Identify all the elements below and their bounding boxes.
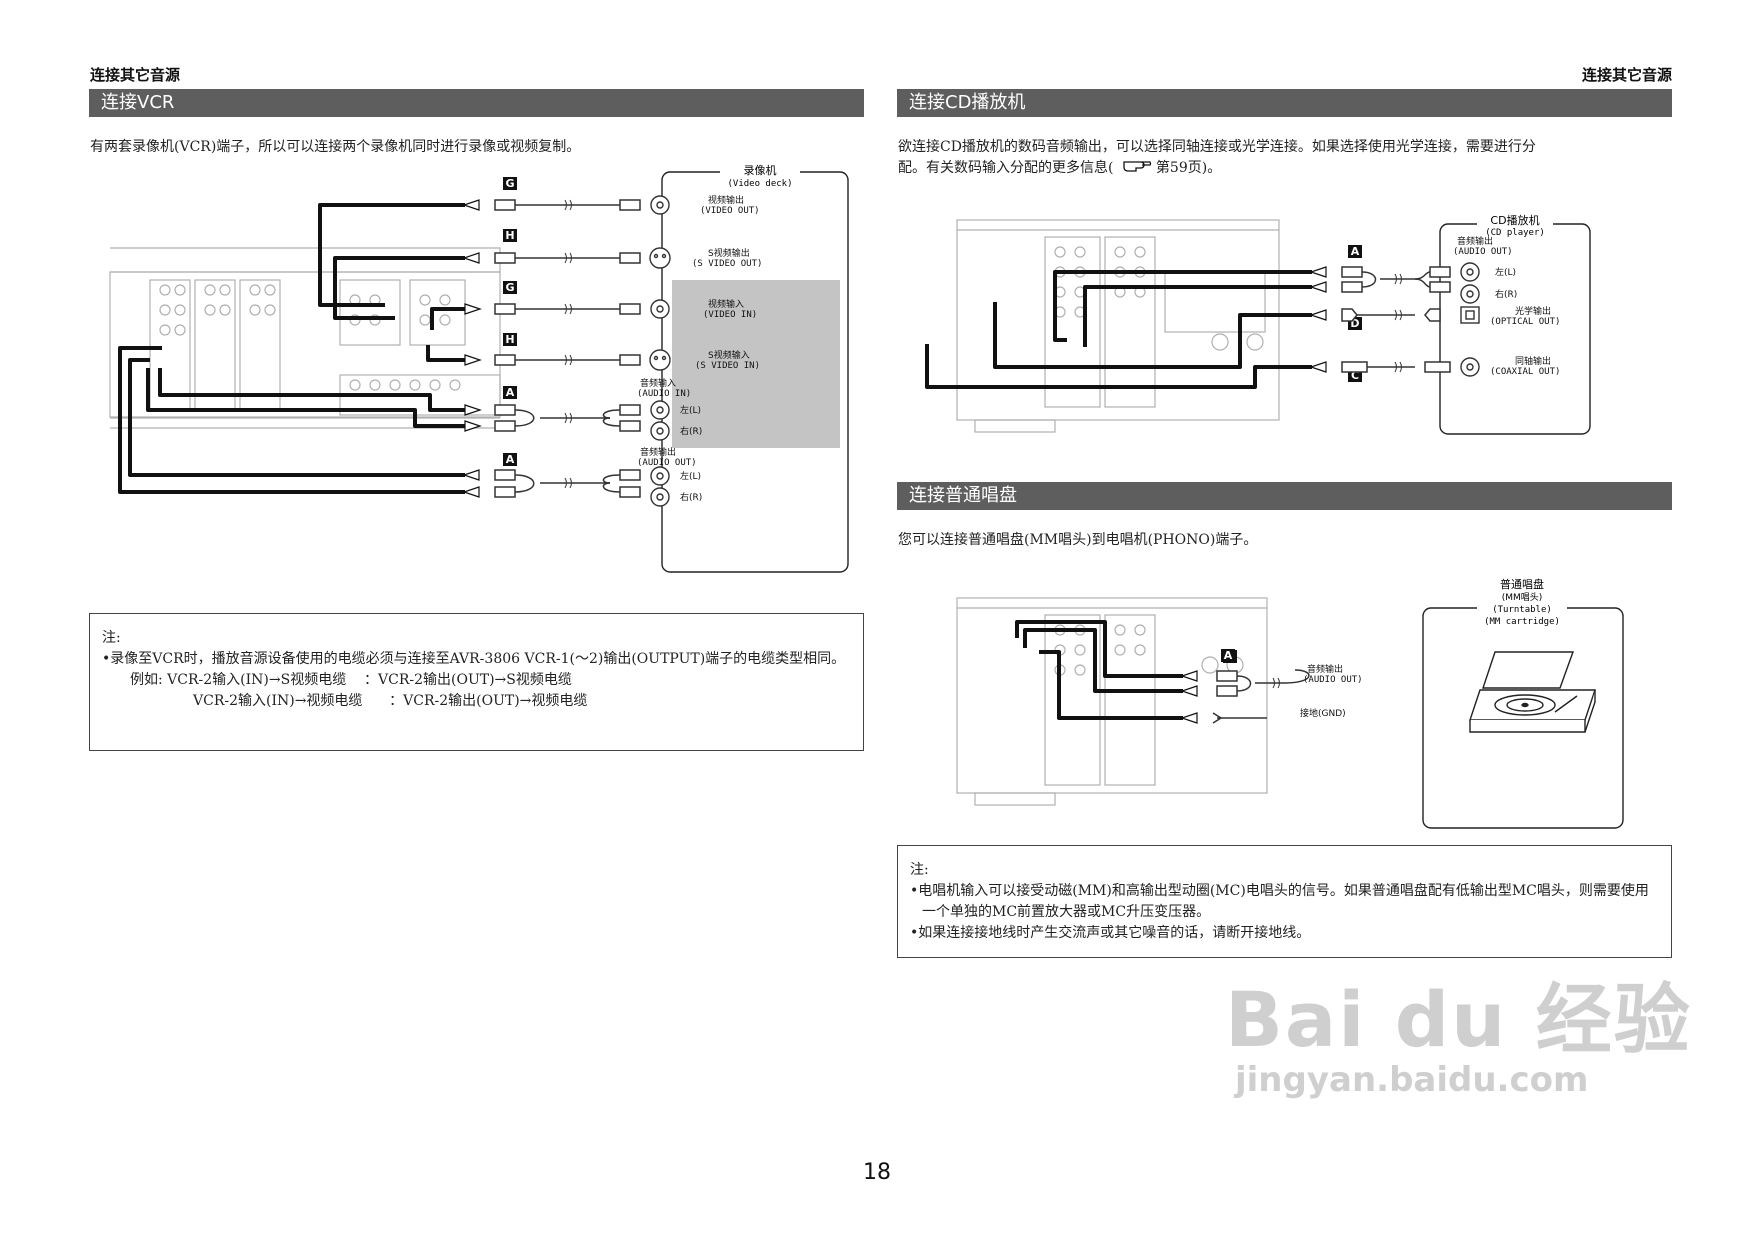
watermark-url: jingyan.baidu.com — [1235, 1060, 1589, 1100]
vcr-intro: 有两套录像机(VCR)端子，所以可以连接两个录像机同时进行录像或视频复制。 — [90, 139, 581, 155]
vcr-label-right: 右(R) — [680, 425, 702, 437]
cd-label-coaxial-out-en: (COAXIAL OUT) — [1490, 367, 1560, 377]
cable-tag: H — [505, 333, 514, 346]
cd-label-audio-out: 音频输出 — [1457, 235, 1493, 247]
cable-tag: H — [505, 229, 514, 242]
cd-label-right: 右(R) — [1495, 288, 1517, 300]
pointing-hand-icon — [1122, 157, 1152, 179]
cable-tag: G — [505, 281, 514, 294]
phono-connection-diagram: 普通唱盘 (MM唱头) (Turntable) (MM cartridge) — [956, 577, 1624, 829]
header-right: 连接其它音源 — [1581, 66, 1672, 84]
cable-tag: A — [1351, 245, 1360, 258]
note-heading: 注: — [102, 630, 121, 646]
vcr-label-audio-in: 音频输入 — [640, 377, 676, 389]
cable-tag: G — [505, 177, 514, 190]
cd-intro-line: 欲连接CD播放机的数码音频输出，可以选择同轴连接或光学连接。如果选择使用光学连接… — [898, 139, 1536, 155]
example-line: VCR-2输入(IN)→S视频电缆 ：VCR-2输出(OUT)→S视频电缆 — [167, 672, 572, 688]
phono-device-name-2: (MM唱头) — [1502, 592, 1543, 603]
vcr-connection-diagram: 录像机 (Video deck) G H G H A A — [109, 162, 849, 573]
cd-connection-diagram: CD播放机 (CD player) A D C — [925, 213, 1591, 435]
cd-device-name: CD播放机 — [1490, 213, 1539, 227]
turntable-icon — [1469, 651, 1596, 733]
cable-tag: A — [506, 386, 515, 399]
cable-tag: A — [1224, 649, 1233, 662]
page-number: 18 — [863, 1160, 891, 1185]
receiver-rear-panel — [109, 247, 501, 429]
vcr-label-s-video-out-en: (S VIDEO OUT) — [692, 259, 762, 269]
cable-tag: A — [506, 453, 515, 466]
vcr-device-name-en: (Video deck) — [727, 179, 792, 189]
vcr-label-audio-in-en: (AUDIO IN) — [637, 389, 691, 399]
vcr-label-right: 右(R) — [680, 491, 702, 503]
note-line: •如果连接接地线时产生交流声或其它噪音的话，请断开接地线。 — [910, 925, 1311, 941]
cable-tag: C — [1351, 369, 1359, 382]
section-title-phono: 连接普通唱盘 — [897, 482, 1672, 510]
note-line: •录像至VCR时，播放音源设备使用的电缆必须与连接至AVR-3806 VCR-1… — [102, 651, 846, 667]
vcr-label-audio-out: 音频输出 — [640, 446, 676, 458]
cd-device-name-en: (CD player) — [1485, 228, 1545, 238]
vcr-label-s-video-in-en: (S VIDEO IN) — [695, 361, 760, 371]
vcr-label-s-video-out: S视频输出 — [708, 247, 750, 259]
header-left: 连接其它音源 — [90, 66, 181, 84]
vcr-label-s-video-in: S视频输入 — [708, 349, 750, 361]
cd-label-optical-out: 光学输出 — [1515, 305, 1551, 317]
vcr-label-left: 左(L) — [680, 404, 701, 416]
example-line: VCR-2输入(IN)→视频电缆 ：VCR-2输出(OUT)→视频电缆 — [193, 693, 588, 709]
vcr-device-name: 录像机 — [744, 163, 777, 177]
vcr-label-video-out: 视频输出 — [708, 194, 744, 206]
section-title-vcr: 连接VCR — [89, 89, 864, 117]
note-heading: 注: — [910, 862, 929, 878]
phono-intro: 您可以连接普通唱盘(MM唱头)到电唱机(PHONO)端子。 — [898, 532, 1258, 548]
vcr-label-video-out-en: (VIDEO OUT) — [700, 206, 760, 216]
phono-device-name-en: (Turntable) — [1492, 605, 1552, 615]
phono-label-audio-out: 音频输出 — [1307, 663, 1343, 675]
vcr-label-audio-out-en: (AUDIO OUT) — [637, 458, 697, 468]
vcr-note: 注: •录像至VCR时，播放音源设备使用的电缆必须与连接至AVR-3806 VC… — [89, 613, 864, 751]
receiver-rear-panel — [956, 597, 1268, 806]
vcr-label-video-in: 视频输入 — [708, 298, 744, 310]
cable-routes — [118, 203, 465, 494]
phono-label-audio-out-en: (AUDIO OUT) — [1303, 675, 1363, 685]
cd-intro-line: 配。有关数码输入分配的更多信息( — [898, 160, 1114, 176]
vcr-label-left: 左(L) — [680, 470, 701, 482]
watermark-main: Bai du 经验 — [1225, 975, 1692, 1064]
cd-intro: 欲连接CD播放机的数码音频输出，可以选择同轴连接或光学连接。如果选择使用光学连接… — [898, 137, 1673, 179]
example-label: 例如: — [130, 672, 163, 688]
receiver-rear-panel — [956, 219, 1280, 433]
note-line: •电唱机输入可以接受动磁(MM)和高输出型动圈(MC)电唱头的信号。如果普通唱盘… — [910, 883, 1649, 920]
section-title-cd: 连接CD播放机 — [897, 89, 1672, 117]
phono-device-name: 普通唱盘 — [1500, 577, 1544, 591]
cd-intro-line: 第59页)。 — [1155, 160, 1222, 176]
baidu-watermark: Bai du 经验 jingyan.baidu.com — [1225, 975, 1692, 1101]
cd-label-coaxial-out: 同轴输出 — [1515, 355, 1551, 367]
cd-label-left: 左(L) — [1495, 266, 1516, 278]
phono-device-name-en-2: (MM cartridge) — [1484, 617, 1560, 627]
phono-label-gnd: 接地(GND) — [1300, 707, 1346, 719]
vcr-label-video-in-en: (VIDEO IN) — [703, 310, 757, 320]
cable-tag: D — [1350, 317, 1359, 330]
cd-label-optical-out-en: (OPTICAL OUT) — [1490, 317, 1560, 327]
phono-note: 注: •电唱机输入可以接受动磁(MM)和高输出型动圈(MC)电唱头的信号。如果普… — [897, 845, 1672, 958]
cd-label-audio-out-en: (AUDIO OUT) — [1453, 247, 1513, 257]
